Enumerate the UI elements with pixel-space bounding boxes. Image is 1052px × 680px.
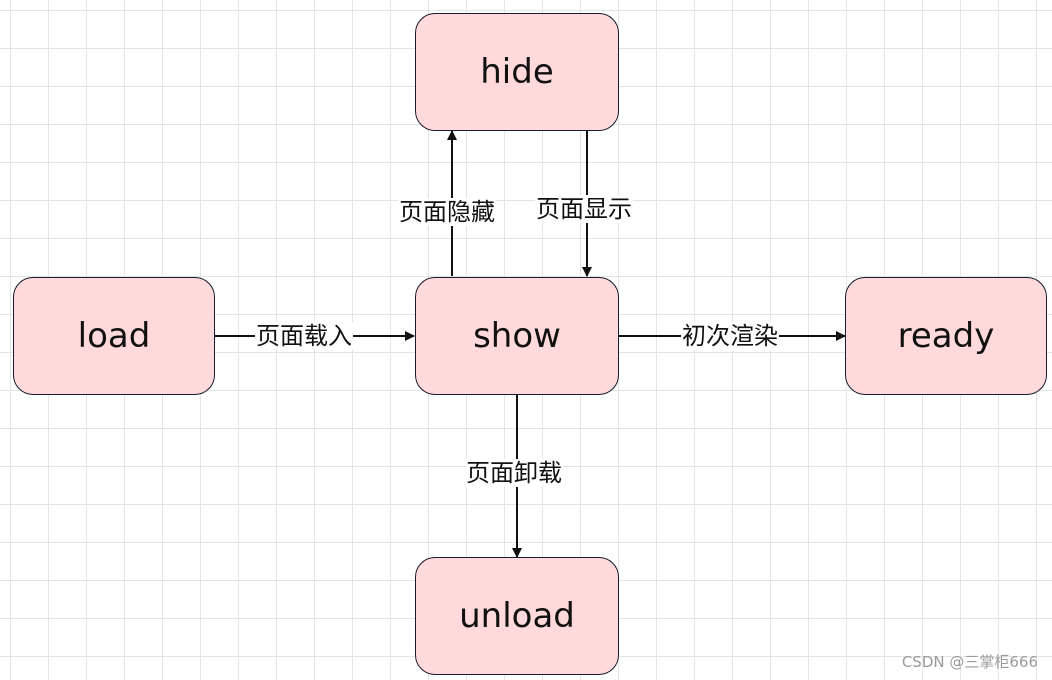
edge-label-load-to-show: 页面载入 [255,322,353,350]
node-load: load [13,277,215,395]
watermark: CSDN @三掌柜666 [901,653,1038,671]
node-show: show [415,277,619,395]
edge-label-hide-to-show: 页面显示 [535,195,633,223]
edge-label-show-to-hide: 页面隐藏 [398,198,496,226]
node-unload: unload [415,557,619,675]
node-hide: hide [415,13,619,131]
edge-label-show-to-ready: 初次渲染 [681,322,779,350]
node-ready: ready [845,277,1047,395]
edge-label-show-to-unload: 页面卸载 [465,459,563,487]
